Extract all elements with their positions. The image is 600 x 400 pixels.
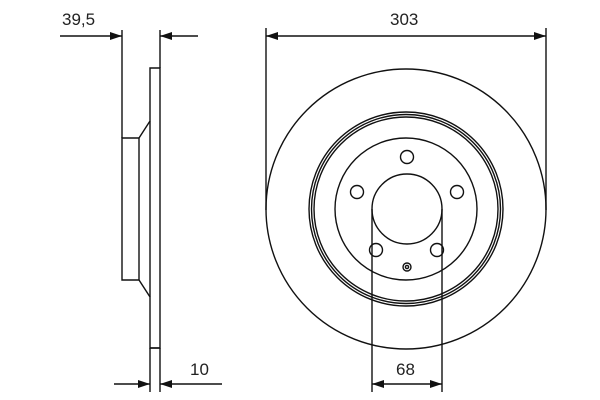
hat-ring-inner [313, 116, 499, 302]
dimension-label-disc-thickness: 10 [190, 360, 209, 379]
dimension-label-center-bore: 68 [396, 360, 415, 379]
center-bore [371, 173, 443, 245]
dimension-label-overall-height: 39,5 [62, 10, 96, 29]
disc-profile-outline [121, 67, 161, 349]
locating-hole-outer [402, 262, 412, 272]
dimension-label-outer-diameter: 303 [390, 10, 419, 29]
side-view [60, 30, 222, 392]
disc-outer-edge [265, 68, 547, 350]
bolt-hole-upper-right [449, 184, 465, 200]
bolt-hole-upper-left [349, 184, 365, 200]
hat-ring-outer [308, 111, 504, 307]
bolt-hole-lower-right [429, 242, 445, 258]
front-view [265, 28, 547, 392]
hat-ring-middle [310, 113, 502, 305]
bolt-hole-lower-left [368, 242, 384, 258]
bolt-hole-top [399, 149, 415, 165]
hub-ring [334, 137, 478, 281]
locating-hole-inner [404, 264, 410, 270]
